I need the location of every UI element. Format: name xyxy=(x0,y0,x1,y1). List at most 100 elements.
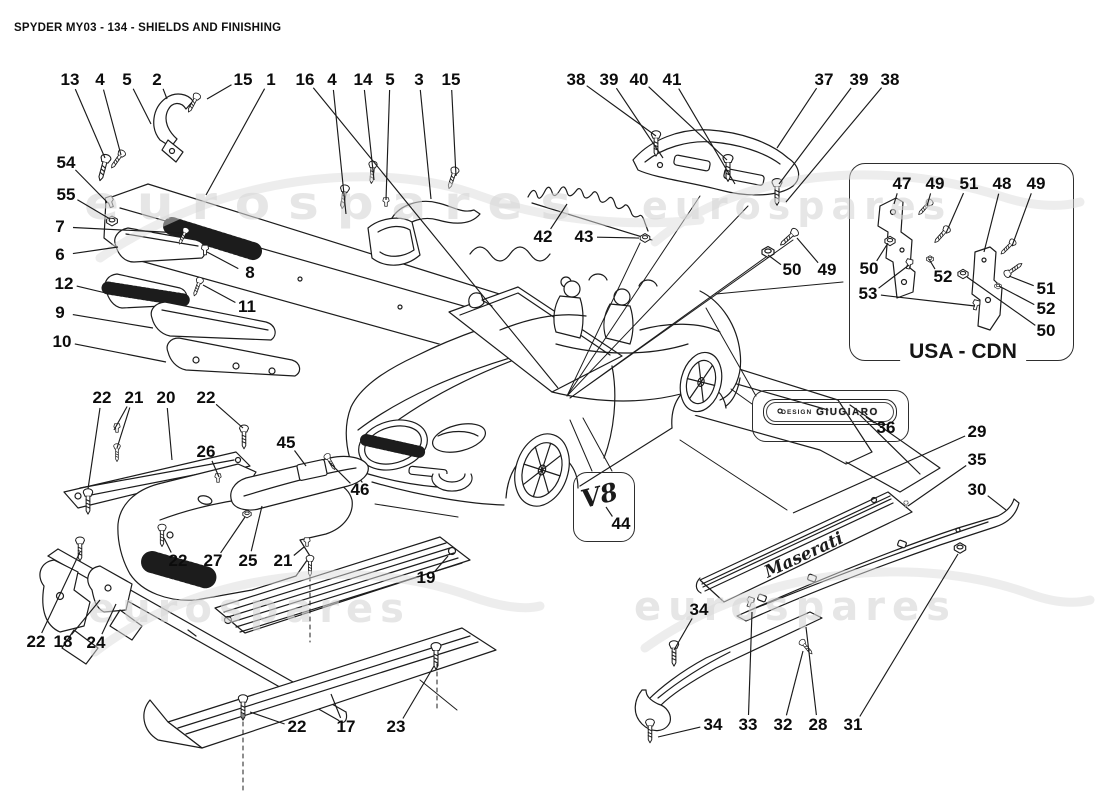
callout-22-59: 22 xyxy=(287,717,307,736)
leader-line-1-5 xyxy=(205,88,266,196)
leader-line-35-64 xyxy=(907,465,967,507)
callout-47-32: 47 xyxy=(892,174,912,193)
leader-line-42-28 xyxy=(550,203,568,230)
leader-line-41-15 xyxy=(678,88,736,185)
leader-line-54-19 xyxy=(74,169,108,203)
callout-48-35: 48 xyxy=(992,174,1012,193)
leader-line-22-44 xyxy=(87,407,101,490)
leader-line-43-29 xyxy=(596,236,640,239)
leader-line-18-57 xyxy=(71,599,101,635)
leader-line-25-53 xyxy=(250,505,263,552)
leader-line-36-43 xyxy=(865,416,875,424)
callout-26-48: 26 xyxy=(196,442,216,461)
callout-51-34: 51 xyxy=(959,174,979,193)
leader-line-44-62 xyxy=(605,506,613,517)
callout-45-49: 45 xyxy=(276,433,296,452)
callout-32-69: 32 xyxy=(773,715,793,734)
callout-6-22: 6 xyxy=(55,245,65,264)
callout-50-37: 50 xyxy=(859,259,879,278)
page-title: SPYDER MY03 - 134 - SHIELDS AND FINISHIN… xyxy=(14,22,282,34)
giugiaro-name-text: GIUGIARO xyxy=(816,406,879,418)
leader-line-49-36 xyxy=(1011,193,1032,247)
leader-line-31-71 xyxy=(859,553,959,717)
leader-line-49-31 xyxy=(796,237,819,264)
callout-34-67: 34 xyxy=(703,715,723,734)
leader-line-4-7 xyxy=(332,89,347,215)
callout-30-65: 30 xyxy=(967,480,987,499)
leader-line-38-18 xyxy=(785,87,883,203)
callout-13-0: 13 xyxy=(60,70,80,89)
callout-10-25: 10 xyxy=(52,332,72,351)
leader-line-2-3 xyxy=(162,88,168,100)
callout-40-14: 40 xyxy=(629,70,649,89)
leader-line-14-8 xyxy=(363,89,375,181)
callout-24-58: 24 xyxy=(86,633,106,652)
leader-line-28-70 xyxy=(805,626,817,716)
reference-lines xyxy=(242,195,844,791)
usa-cdn-label: USA - CDN xyxy=(900,340,1026,364)
leader-line-26-48 xyxy=(211,460,220,478)
leader-line-53-38 xyxy=(880,294,976,307)
callout-49-36: 49 xyxy=(1026,174,1046,193)
insulation-pads xyxy=(101,227,301,377)
giugiaro-badge-box: DESIGN GIUGIARO xyxy=(752,390,909,442)
callout-25-53: 25 xyxy=(238,551,258,570)
leader-line-6-22 xyxy=(72,246,119,255)
leader-line-29-63 xyxy=(792,435,966,514)
leader-line-5-9 xyxy=(385,89,391,201)
callout-35-64: 35 xyxy=(967,450,987,469)
callout-50-42: 50 xyxy=(1036,321,1056,340)
callout-46-50: 46 xyxy=(350,480,370,499)
callout-51-40: 51 xyxy=(1036,279,1056,298)
leader-line-46-50 xyxy=(328,461,351,484)
callout-21-45: 21 xyxy=(124,388,144,407)
leader-line-53-38 xyxy=(878,264,910,289)
leader-line-30-65 xyxy=(987,495,1007,511)
leader-line-47-32 xyxy=(893,193,898,205)
leader-line-5-2 xyxy=(132,88,152,125)
leader-line-48-35 xyxy=(983,193,1000,253)
callout-15-11: 15 xyxy=(441,70,461,89)
leader-line-12-23 xyxy=(76,285,111,295)
callout-37-16: 37 xyxy=(814,70,834,89)
callout-16-6: 16 xyxy=(295,70,315,89)
callout-18-57: 18 xyxy=(53,632,73,651)
callout-3-10: 3 xyxy=(414,70,424,89)
callout-22-51: 22 xyxy=(168,551,188,570)
watermark-text: eurospares xyxy=(84,176,589,230)
callout-22-56: 22 xyxy=(26,632,46,651)
leader-line-37-16 xyxy=(776,87,818,149)
callout-21-54: 21 xyxy=(273,551,293,570)
callout-23-61: 23 xyxy=(386,717,406,736)
cowl-duct-part3 xyxy=(367,200,481,266)
callout-17-60: 17 xyxy=(336,717,356,736)
leader-line-45-49 xyxy=(294,450,307,467)
callout-33-68: 33 xyxy=(738,715,758,734)
watermark-text: eurospares xyxy=(642,184,953,228)
callout-52-41: 52 xyxy=(1036,299,1056,318)
leader-line-21-54 xyxy=(293,546,305,556)
leader-line-4-1 xyxy=(102,89,122,156)
callout-53-38: 53 xyxy=(858,284,878,303)
leader-line-20-46 xyxy=(166,407,173,461)
leader-line-22-59 xyxy=(249,711,285,725)
leader-line-7-21 xyxy=(72,226,183,234)
callout-4-7: 4 xyxy=(327,70,337,89)
callout-49-31: 49 xyxy=(817,260,837,279)
leader-line-49-33 xyxy=(926,193,932,207)
leader-line-52-39 xyxy=(928,258,936,270)
callout-19-55: 19 xyxy=(416,568,436,587)
leader-line-40-14 xyxy=(648,86,728,161)
callout-54-19: 54 xyxy=(56,153,76,172)
leader-line-15-4 xyxy=(206,84,232,100)
callout-43-29: 43 xyxy=(574,227,594,246)
callout-11-27: 11 xyxy=(238,297,256,316)
leader-line-39-17 xyxy=(778,87,852,185)
callout-5-2: 5 xyxy=(122,70,132,89)
leader-line-50-37 xyxy=(876,242,889,262)
leader-line-15-11 xyxy=(451,89,457,177)
callout-9-24: 9 xyxy=(55,303,65,322)
leader-line-8-26 xyxy=(206,251,239,270)
